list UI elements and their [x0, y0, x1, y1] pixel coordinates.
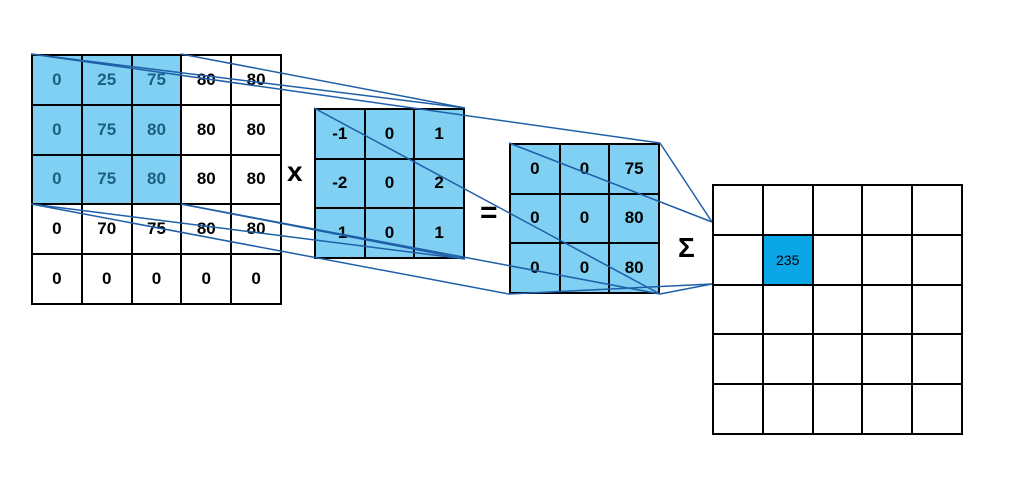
input-cell: 75 [81, 104, 132, 155]
output-cell [762, 284, 813, 335]
output-cell [862, 234, 913, 285]
input-cell: 80 [131, 104, 182, 155]
input-cell: 80 [181, 204, 232, 255]
product-cell: 0 [510, 243, 560, 293]
output-cell [862, 334, 913, 385]
product-cell: 0 [510, 193, 560, 244]
input-cell: 80 [181, 154, 232, 205]
output-cell [713, 185, 763, 235]
output-cell [713, 334, 763, 385]
output-cell [713, 384, 763, 434]
kernel-cell: -1 [315, 109, 365, 159]
input-cell: 0 [181, 254, 232, 304]
kernel-cell: 1 [414, 208, 464, 258]
kernel-cell: -1 [315, 208, 365, 258]
input-cell: 80 [231, 104, 281, 155]
output-cell [762, 334, 813, 385]
output-cell [912, 234, 962, 285]
output-cell [812, 185, 863, 235]
input-cell: 80 [231, 55, 281, 105]
output-cell [812, 384, 863, 434]
output-cell [812, 234, 863, 285]
input-cell: 80 [231, 154, 281, 205]
input-cell: 0 [32, 104, 82, 155]
product-cell: 0 [559, 193, 610, 244]
output-cell [862, 284, 913, 335]
input-cell: 80 [231, 204, 281, 255]
output-cell [912, 185, 962, 235]
output-cell [713, 284, 763, 335]
input-cell: 0 [131, 254, 182, 304]
input-cell: 80 [181, 55, 232, 105]
product-cell: 0 [559, 243, 610, 293]
output-cell [762, 384, 813, 434]
input-cell: 0 [32, 154, 82, 205]
product-cell: 0 [559, 144, 610, 194]
input-cell: 0 [32, 254, 82, 304]
product-cell: 80 [609, 193, 659, 244]
output-cell [912, 334, 962, 385]
input-cell: 25 [81, 55, 132, 105]
output-cell [912, 384, 962, 434]
output-cell [812, 334, 863, 385]
kernel-cell: 0 [364, 109, 415, 159]
input-cell: 0 [231, 254, 281, 304]
output-cell [713, 234, 763, 285]
input-cell: 0 [32, 204, 82, 255]
kernel-cell: 2 [414, 158, 464, 209]
kernel-cell: 0 [364, 208, 415, 258]
equals-operator: = [480, 196, 498, 229]
multiply-operator: x [287, 156, 303, 187]
kernel-cell: 0 [364, 158, 415, 209]
output-cell [862, 185, 913, 235]
input-cell: 75 [131, 55, 182, 105]
input-cell: 80 [181, 104, 232, 155]
input-cell: 75 [131, 204, 182, 255]
sum-operator: Σ [678, 232, 695, 263]
input-cell: 70 [81, 204, 132, 255]
output-cell [862, 384, 913, 434]
connector-line [659, 283, 713, 295]
input-cell: 0 [81, 254, 132, 304]
input-cell: 80 [131, 154, 182, 205]
output-matrix: 235 [712, 184, 963, 435]
input-cell: 75 [81, 154, 132, 205]
input-cell: 0 [32, 55, 82, 105]
kernel-cell: 1 [414, 109, 464, 159]
output-cell [912, 284, 962, 335]
output-cell [762, 185, 813, 235]
connector-line [659, 142, 713, 223]
kernel-cell: -2 [315, 158, 365, 209]
product-cell: 80 [609, 243, 659, 293]
output-result-cell: 235 [762, 234, 813, 285]
output-cell [812, 284, 863, 335]
product-cell: 75 [609, 144, 659, 194]
product-cell: 0 [510, 144, 560, 194]
